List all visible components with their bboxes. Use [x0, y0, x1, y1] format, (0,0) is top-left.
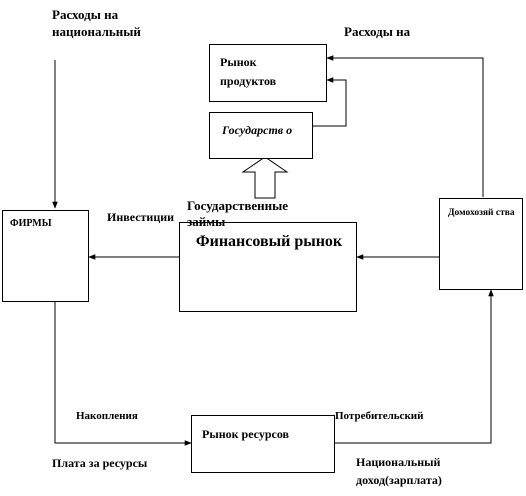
- label-national-income-line1: Национальный: [356, 455, 441, 469]
- households-label: Домохозяй ства: [448, 208, 515, 218]
- label-consumer: Потребительский: [335, 410, 424, 422]
- resource-market-node: Рынок ресурсов: [191, 415, 335, 473]
- financial-market-label: Финансовый рынок: [195, 233, 343, 250]
- product-market-node: Рынок продуктов: [209, 44, 327, 102]
- government-label: Государств о: [222, 123, 293, 137]
- firms-label: ФИРМЫ: [10, 218, 52, 229]
- firms-node: ФИРМЫ: [2, 210, 89, 302]
- product-market-label: Рынок продуктов: [220, 55, 277, 89]
- arrow-households-to-product-market: [326, 55, 484, 197]
- label-resource-payment: Плата за ресурсы: [52, 456, 148, 470]
- label-gov-bonds-line2: займы: [187, 214, 226, 229]
- label-spending-right: Расходы на: [344, 24, 411, 39]
- label-gov-bonds-line1: Государственные: [187, 198, 289, 213]
- government-node: Государств о: [209, 112, 313, 159]
- resource-market-label: Рынок ресурсов: [202, 427, 290, 441]
- label-national-spending-line2: национальный: [52, 24, 141, 39]
- label-national-spending-line1: Расходы на: [52, 7, 119, 22]
- label-national-income-line2: доход(зарплата): [356, 473, 442, 487]
- arrow-firms-to-resource-market: [54, 302, 192, 446]
- financial-market-node: Финансовый рынок: [179, 222, 357, 312]
- hollow-arrow-bonds-to-government: [241, 156, 289, 199]
- arrow-government-to-product-market: [313, 77, 347, 127]
- label-savings: Накопления: [76, 410, 138, 422]
- households-node: Домохозяй ства: [439, 198, 523, 290]
- label-investments: Инвестиции: [107, 210, 175, 224]
- arrow-resource-market-to-households: [335, 289, 494, 444]
